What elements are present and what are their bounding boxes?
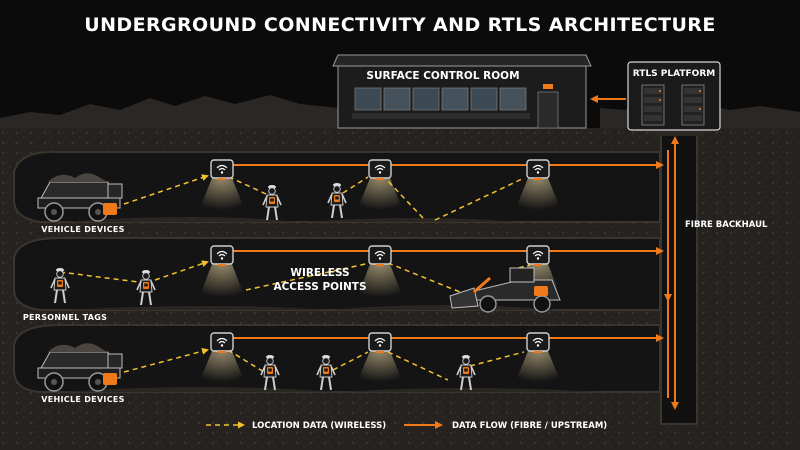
wifi-icon — [210, 245, 234, 267]
legend-wireless-label: LOCATION DATA (WIRELESS) — [252, 421, 386, 431]
fibre-level-lines — [232, 161, 664, 342]
wifi-icon — [368, 332, 392, 354]
access-points-label-line1: WIRELESS — [290, 267, 349, 279]
ap-light-cones — [196, 178, 564, 390]
legend-fibre-label: DATA FLOW (FIBRE / UPSTREAM) — [452, 421, 607, 431]
access-points-label-line2: ACCESS POINTS — [273, 281, 366, 293]
wifi-icon — [526, 245, 550, 267]
legend: LOCATION DATA (WIRELESS) DATA FLOW (FIBR… — [206, 421, 607, 431]
wifi-icon — [210, 332, 234, 354]
diagram-title: UNDERGROUND CONNECTIVITY AND RTLS ARCHIT… — [84, 14, 715, 36]
rtls-platform-label: RTLS PLATFORM — [633, 69, 715, 79]
fibre-backhaul-label: FIBRE BACKHAUL — [685, 220, 768, 230]
level-1-label: VEHICLE DEVICES — [41, 225, 124, 234]
vehicle-device-tag — [103, 203, 117, 215]
level-3-label: VEHICLE DEVICES — [41, 395, 124, 404]
wifi-icon — [210, 159, 234, 181]
surface-rubble — [0, 95, 800, 130]
fibre-backhaul-lines — [664, 136, 679, 410]
control-room-label: SURFACE CONTROL ROOM — [366, 70, 519, 82]
loader-icon — [449, 267, 561, 313]
wifi-icon — [368, 245, 392, 267]
rtls-platform — [627, 61, 721, 131]
level-2-label: PERSONNEL TAGS — [23, 313, 107, 322]
wifi-icon — [368, 159, 392, 181]
vehicle-device-tag — [103, 373, 117, 385]
vertical-shaft — [660, 127, 698, 425]
control-building-icon — [332, 54, 592, 129]
wifi-icon — [526, 332, 550, 354]
shaft-collar — [654, 128, 704, 136]
server-rack-icon — [641, 84, 705, 126]
wifi-icon — [526, 159, 550, 181]
